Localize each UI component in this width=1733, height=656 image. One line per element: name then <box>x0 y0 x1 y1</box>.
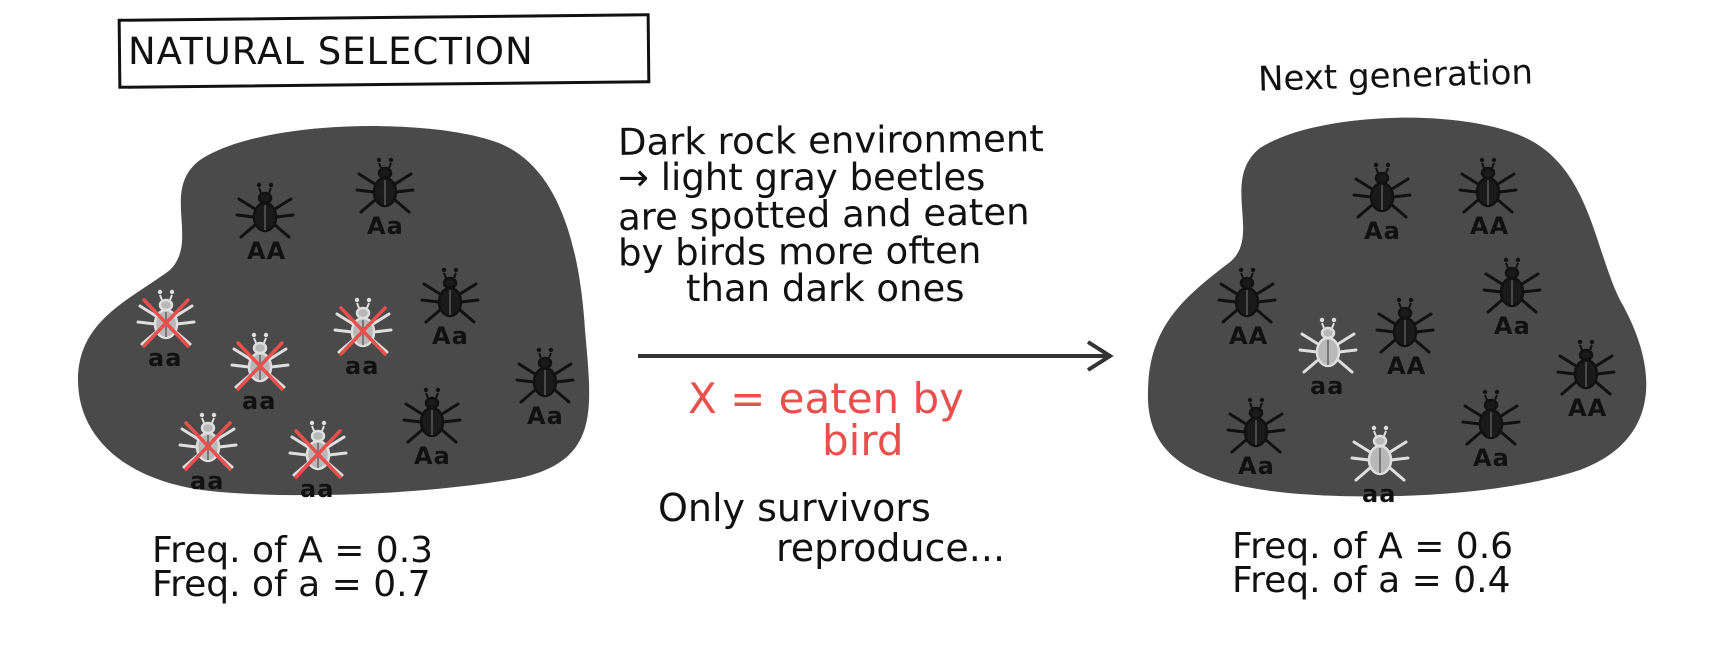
beetle-icon <box>1350 425 1410 482</box>
x-mark <box>142 298 190 348</box>
genotype-label: Aa <box>1238 452 1275 480</box>
beetle-icon <box>1352 162 1412 219</box>
genotype-label: Aa <box>432 322 469 350</box>
right-freq-a: Freq. of a = 0.4 <box>1232 560 1511 601</box>
genotype-label: Aa <box>414 442 451 470</box>
left-rock-environment <box>78 126 590 496</box>
eaten-beetle-icon <box>230 332 290 391</box>
beetle-icon <box>402 387 462 444</box>
genotype-label: AA <box>1470 212 1510 240</box>
genotype-label: aa <box>242 387 277 415</box>
genotype-label: Aa <box>1494 312 1531 340</box>
beetle-icon <box>355 157 415 214</box>
beetle-icon <box>1375 297 1435 354</box>
legend-line: X = eaten by <box>688 374 965 423</box>
eaten-beetle-icon <box>333 297 393 356</box>
left-frequencies: Freq. of A = 0.3 Freq. of a = 0.7 <box>152 530 434 605</box>
environment-line: by birds more often <box>617 228 982 275</box>
survivors-line: reproduce... <box>776 526 1006 570</box>
genotype-label: aa <box>1310 372 1345 400</box>
next-generation-label: Next generation <box>1257 52 1534 100</box>
beetle-icon <box>1461 389 1521 446</box>
legend-line: bird <box>822 416 904 465</box>
page-title: NATURAL SELECTION <box>128 30 534 73</box>
genotype-label: aa <box>300 475 335 503</box>
genotype-label: AA <box>247 237 287 265</box>
right-freq-A: Freq. of A = 0.6 <box>1232 526 1514 567</box>
genotype-label: aa <box>190 467 225 495</box>
eaten-beetle-icon <box>288 420 348 479</box>
left-freq-a: Freq. of a = 0.7 <box>152 564 431 605</box>
beetle-icon <box>1226 397 1286 454</box>
right-frequencies: Freq. of A = 0.6 Freq. of a = 0.4 <box>1232 526 1514 601</box>
arrow-head <box>1086 340 1114 372</box>
genotype-label: AA <box>1229 322 1269 350</box>
left-beetle-group <box>136 157 575 479</box>
right-beetle-group <box>1217 157 1616 482</box>
genotype-label: aa <box>1362 480 1397 508</box>
genotype-label: Aa <box>527 402 564 430</box>
environment-line: than dark ones <box>686 267 965 310</box>
beetle-icon <box>1298 317 1358 374</box>
beetle-icon <box>1458 157 1518 214</box>
environment-description: Dark rock environment → light gray beetl… <box>617 117 1044 310</box>
environment-line: → light gray beetles <box>618 156 986 199</box>
beetle-icon <box>515 347 575 404</box>
genotype-label: AA <box>1568 394 1608 422</box>
x-mark <box>184 421 232 471</box>
beetle-icon <box>235 182 295 239</box>
x-mark <box>236 341 284 391</box>
environment-line: Dark rock environment <box>617 117 1044 164</box>
genotype-label: Aa <box>367 212 404 240</box>
eaten-beetle-icon <box>178 412 238 471</box>
genotype-label: Aa <box>1473 444 1510 472</box>
genotype-label: AA <box>1387 352 1427 380</box>
genotype-label: aa <box>148 344 183 372</box>
survivors-note: Only survivors reproduce... <box>658 488 1005 568</box>
x-mark <box>294 429 342 479</box>
beetle-icon <box>420 267 480 324</box>
left-freq-A: Freq. of A = 0.3 <box>152 530 434 571</box>
eaten-beetle-icon <box>136 289 196 348</box>
legend-eaten-by-bird: X = eaten by bird <box>688 378 964 462</box>
right-rock-environment <box>1147 117 1647 497</box>
survivors-line: Only survivors <box>658 486 931 530</box>
beetle-icon <box>1217 267 1277 324</box>
x-mark <box>339 306 387 356</box>
beetle-icon <box>1482 257 1542 314</box>
genotype-label: Aa <box>1364 217 1401 245</box>
genotype-label: aa <box>345 352 380 380</box>
beetle-icon <box>1556 339 1616 396</box>
